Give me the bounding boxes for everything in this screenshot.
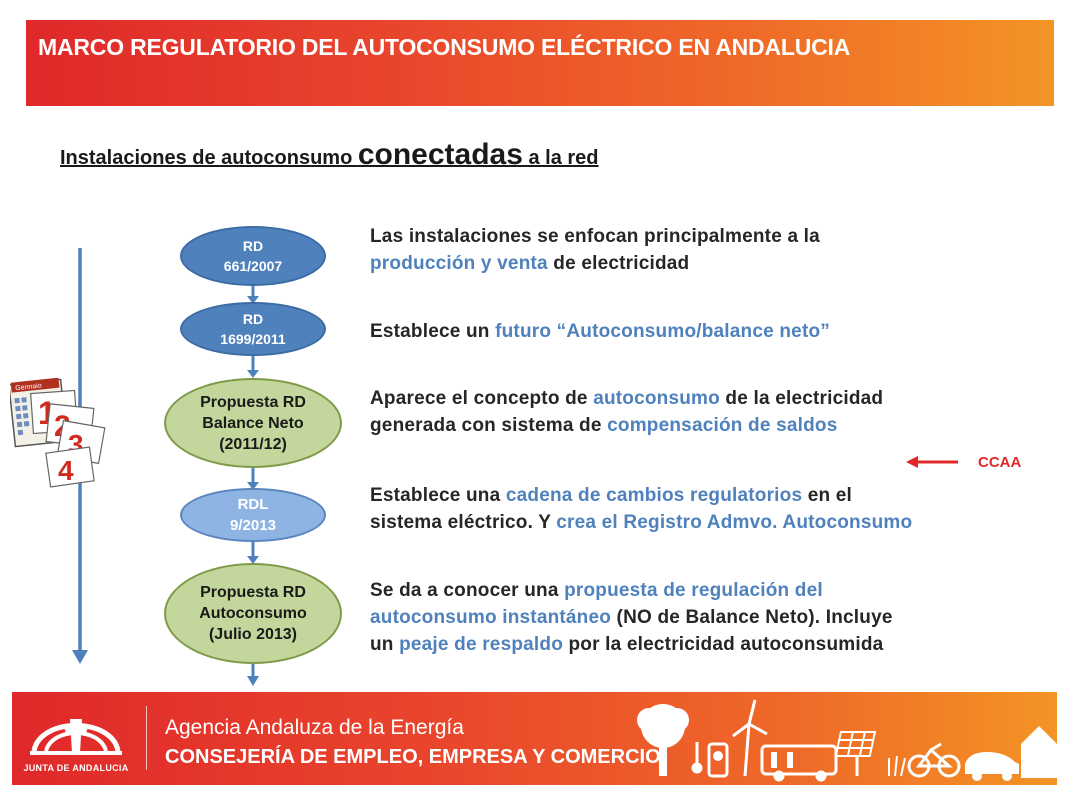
timeline-arrowhead [72, 650, 88, 664]
description-balance-neto: Aparece el concepto de autoconsumo de la… [370, 385, 883, 439]
node-label: Propuesta RD [200, 584, 306, 601]
node-label: 661/2007 [223, 258, 283, 274]
desc-highlight: autoconsumo [593, 388, 720, 409]
fuel-pump-icon [707, 742, 729, 778]
description-autoconsumo: Se da a conocer una propuesta de regulac… [370, 577, 893, 658]
node-rd-661-2007: RD 661/2007 [180, 226, 326, 286]
desc-text: Las instalaciones se enfocan principalme… [370, 226, 820, 247]
connector-head-2 [247, 370, 259, 378]
description-rd-1699: Establece un futuro “Autoconsumo/balance… [370, 318, 830, 345]
desc-text: por la electricidad autoconsumida [563, 634, 884, 655]
node-label: Propuesta RD [200, 393, 306, 411]
desc-text: generada con sistema de [370, 415, 608, 436]
bicycle-icon [907, 742, 961, 778]
logo-caption: JUNTA DE ANDALUCIA [23, 763, 129, 773]
ccaa-label: CCAA [978, 454, 1022, 471]
desc-text: Se da a conocer una [370, 580, 565, 601]
desc-highlight: cadena de cambios regulatorios [505, 485, 803, 506]
desc-text: (NO de Balance Neto). Incluye [611, 607, 893, 628]
connector-head-4 [247, 556, 259, 564]
car-icon [965, 752, 1019, 781]
description-rdl-9-2013: Establece una cadena de cambios regulato… [370, 482, 912, 536]
node-label: 9/2013 [230, 517, 276, 534]
desc-highlight: propuesta de regulación del [564, 580, 823, 601]
node-rd-1699-2011: RD 1699/2011 [180, 302, 326, 356]
footer-divider [146, 706, 147, 770]
desc-highlight: peaje de respaldo [399, 634, 564, 655]
house-icon [1021, 726, 1057, 778]
section-subtitle: Instalaciones de autoconsumo conectadas … [60, 138, 599, 172]
node-label: RD [242, 311, 264, 327]
ccaa-arrowhead [906, 456, 918, 468]
footer-banner: JUNTA DE ANDALUCIA Agencia Andaluza de l… [12, 692, 1057, 785]
node-label: RDL [237, 496, 269, 513]
calendar-icon: Gennaio 1 2 3 4 [10, 378, 106, 488]
junta-andalucia-logo: JUNTA DE ANDALUCIA [20, 697, 132, 780]
desc-text: sistema eléctrico. Y [370, 512, 557, 533]
desc-text: en el [802, 485, 853, 506]
desc-highlight: crea el Registro Admvo. Autoconsumo [556, 512, 913, 533]
desc-text: Establece un [370, 321, 496, 342]
desc-text: Aparece el concepto de [370, 388, 594, 409]
connector-head-1 [247, 296, 259, 304]
node-propuesta-balance-neto: Propuesta RD Balance Neto (2011/12) [164, 378, 342, 468]
desc-text: Establece una [370, 485, 506, 506]
subtitle-part1: Instalaciones de autoconsumo [60, 147, 358, 169]
desc-highlight: compensación de saldos [607, 415, 838, 436]
connector-head-5 [247, 676, 259, 686]
thermometer-icon [691, 742, 703, 774]
consejeria-name: CONSEJERÍA DE EMPLEO, EMPRESA Y COMERCIO [165, 746, 661, 768]
wind-turbine-icon [732, 699, 768, 777]
node-propuesta-autoconsumo: Propuesta RD Autoconsumo (Julio 2013) [164, 563, 342, 664]
desc-text: un [370, 634, 400, 655]
desc-text: de la electricidad [719, 388, 884, 409]
subtitle-emphasis: conectadas [357, 138, 523, 171]
connector-head-3 [247, 482, 259, 490]
agency-name: Agencia Andaluza de la Energía [165, 716, 464, 739]
energy-icons-strip [637, 699, 1057, 782]
node-label: Autoconsumo [199, 605, 307, 622]
header-banner: MARCO REGULATORIO DEL AUTOCONSUMO ELÉCTR… [26, 20, 1054, 106]
calendar-page-4: 4 [58, 455, 74, 486]
node-label: (Julio 2013) [208, 626, 297, 643]
subtitle-part3: a la red [522, 147, 599, 169]
tree-icon [637, 704, 689, 776]
description-rd-661: Las instalaciones se enfocan principalme… [370, 223, 820, 277]
wheat-icon [888, 755, 906, 777]
node-label: RD [242, 238, 264, 254]
node-label: 1699/2011 [220, 331, 286, 347]
bus-icon [760, 744, 838, 782]
calendar-header: Gennaio [15, 382, 42, 392]
header-title: MARCO REGULATORIO DEL AUTOCONSUMO ELÉCTR… [38, 34, 851, 60]
node-rdl-9-2013: RDL 9/2013 [180, 488, 326, 542]
solar-panel-icon [834, 731, 877, 776]
desc-highlight: producción y venta [370, 253, 548, 274]
desc-text: de electricidad [547, 253, 690, 274]
desc-highlight: autoconsumo instantáneo [370, 607, 612, 628]
desc-highlight: futuro “Autoconsumo/balance neto” [495, 321, 830, 342]
node-label: Balance Neto [202, 414, 304, 432]
junta-logo-icon [30, 719, 122, 755]
node-label: (2011/12) [219, 435, 287, 453]
